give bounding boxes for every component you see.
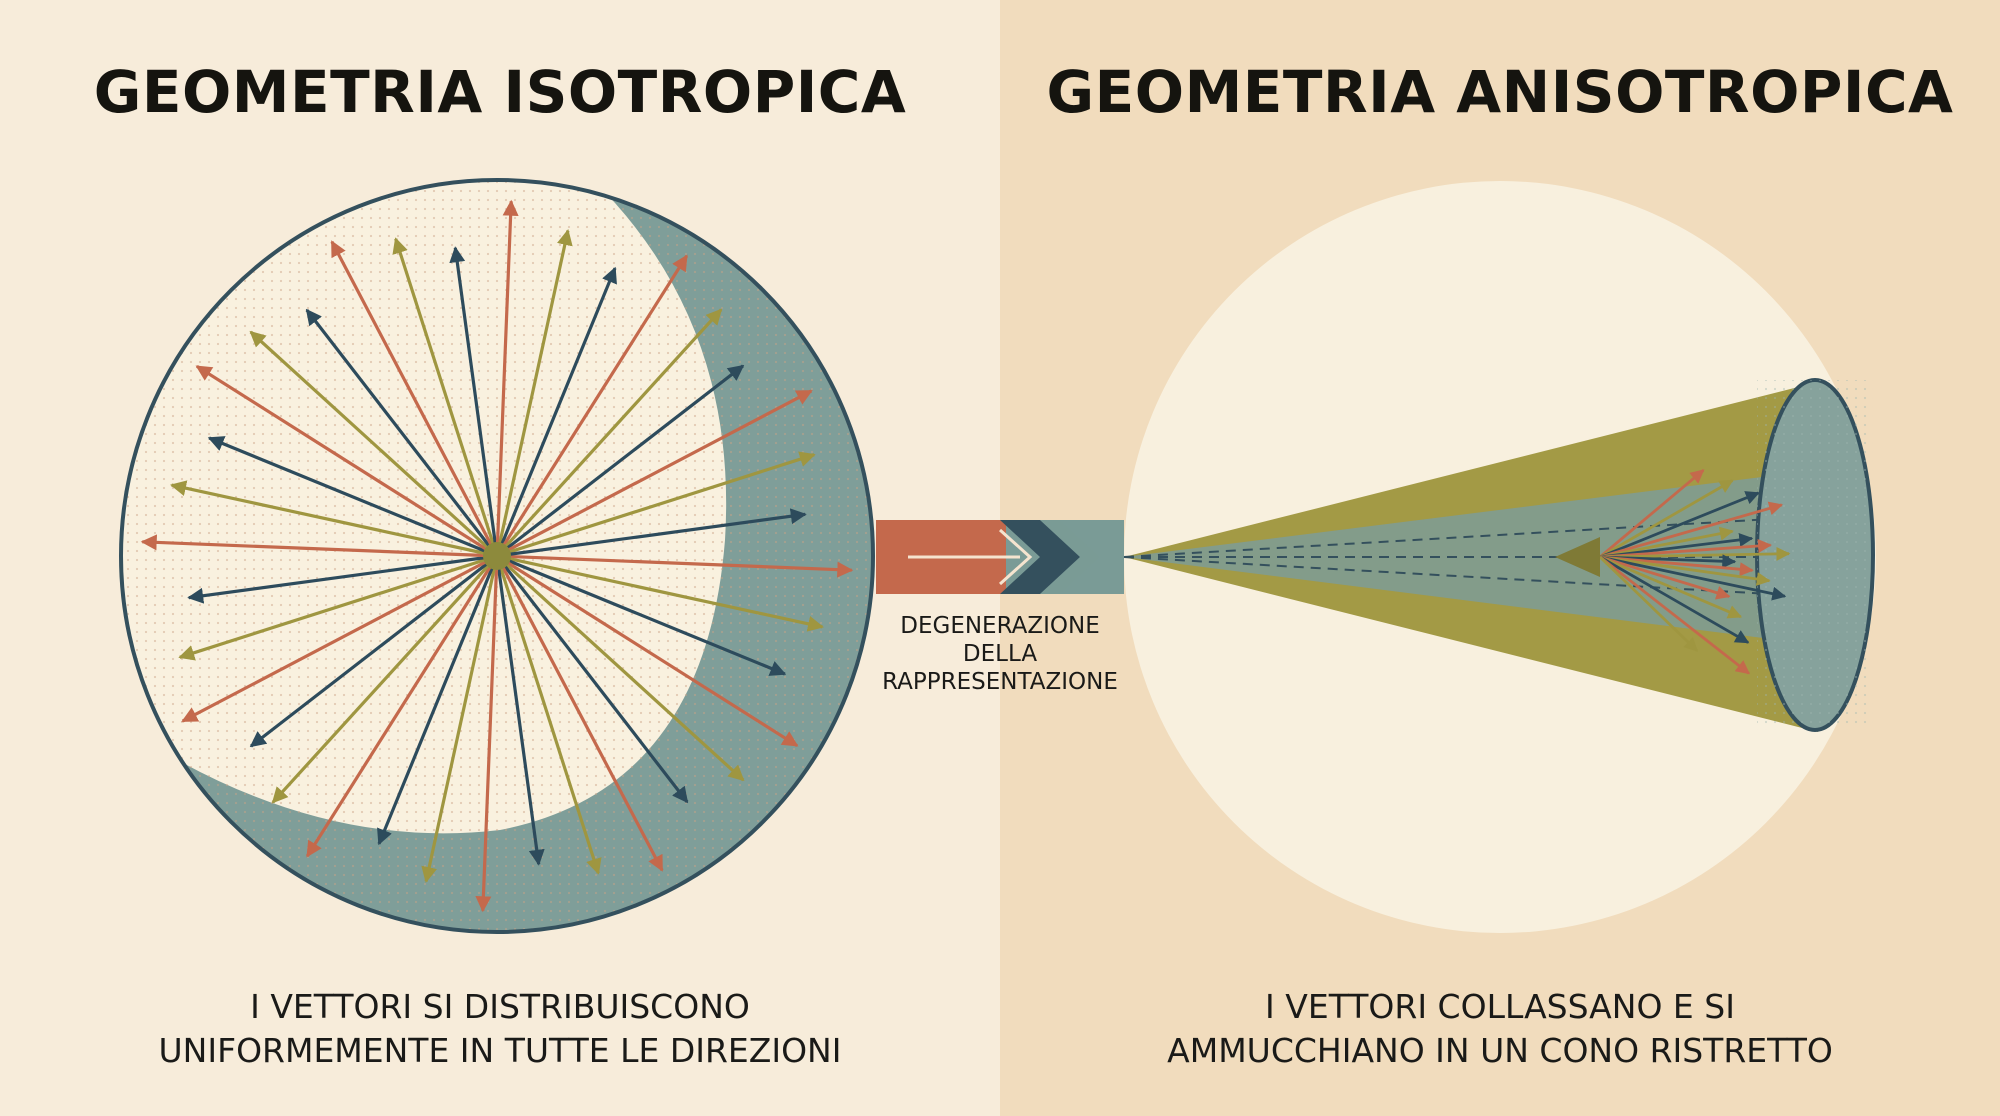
vector-arrow <box>496 554 799 748</box>
vector-arrow <box>271 554 499 804</box>
vector-arrow <box>495 555 689 804</box>
vector-arrow <box>421 555 499 883</box>
anisotropic-sphere <box>1123 181 1876 933</box>
vector-arrow <box>1599 555 1750 644</box>
vector-arrow <box>495 254 689 557</box>
anisotropic-title: GEOMETRIA ANISOTROPICA <box>1046 58 1954 126</box>
vector-arrow <box>496 508 807 558</box>
vector-arrow <box>249 554 498 748</box>
vector-arrow <box>496 389 813 558</box>
vector-arrow <box>377 555 499 846</box>
vector-arrow <box>495 266 617 557</box>
vector-arrow <box>140 534 498 558</box>
cone-origin-marker <box>1555 537 1600 577</box>
anisotropic-caption: I VETTORI COLLASSANO E SI AMMUCCHIANO IN… <box>1167 987 1833 1070</box>
vector-arrow <box>195 364 498 558</box>
vector-arrow <box>1599 526 1734 559</box>
vector-arrow <box>495 199 519 557</box>
vector-arrow <box>305 555 499 858</box>
vector-arrow <box>475 555 499 913</box>
vector-arrow <box>207 436 498 558</box>
vector-arrow <box>1599 538 1772 559</box>
vector-arrow <box>1599 469 1705 559</box>
vector-arrow <box>1599 479 1734 559</box>
vector-arrow <box>170 480 498 558</box>
vector-arrow <box>249 330 499 558</box>
vector-arrow <box>305 308 499 557</box>
degeneration-arrow <box>876 520 1124 594</box>
vector-arrow <box>1599 555 1751 675</box>
vector-arrow <box>496 554 854 578</box>
vector-arrow <box>1599 555 1771 586</box>
vector-arrow <box>392 237 499 557</box>
vector-arrow <box>1599 555 1787 601</box>
vector-arrow <box>496 554 824 632</box>
isotropic-title: GEOMETRIA ISOTROPICA <box>93 58 907 126</box>
isotropic-vector-rays <box>140 199 854 913</box>
vector-arrow <box>449 246 499 557</box>
vector-arrow <box>330 240 499 557</box>
vector-arrow <box>496 364 745 558</box>
anisotropic-vector-rays <box>1555 469 1791 675</box>
vector-arrow <box>495 555 602 875</box>
vector-arrow <box>181 554 498 723</box>
vector-arrow <box>495 555 664 872</box>
vector-arrow <box>495 229 573 557</box>
vector-arrow <box>1599 555 1699 652</box>
vector-arrow <box>495 308 723 558</box>
vector-arrow <box>1599 491 1760 559</box>
vector-arrow <box>1599 555 1731 600</box>
vector-arrow <box>496 451 816 558</box>
degeneration-label: DEGENERAZIONE DELLA RAPPRESENTAZIONE <box>882 613 1118 695</box>
vector-arrow <box>495 555 545 866</box>
vector-arrow <box>1599 555 1743 619</box>
sphere-center-point <box>483 542 511 570</box>
vector-arrow <box>495 554 745 782</box>
isotropic-caption: I VETTORI SI DISTRIBUISCONO UNIFORMEMENT… <box>158 987 842 1070</box>
vector-arrow <box>1599 546 1791 561</box>
vector-arrow <box>187 554 498 604</box>
vector-arrow <box>1599 501 1784 559</box>
vector-arrow <box>496 554 787 676</box>
vector-arrow <box>178 554 498 661</box>
